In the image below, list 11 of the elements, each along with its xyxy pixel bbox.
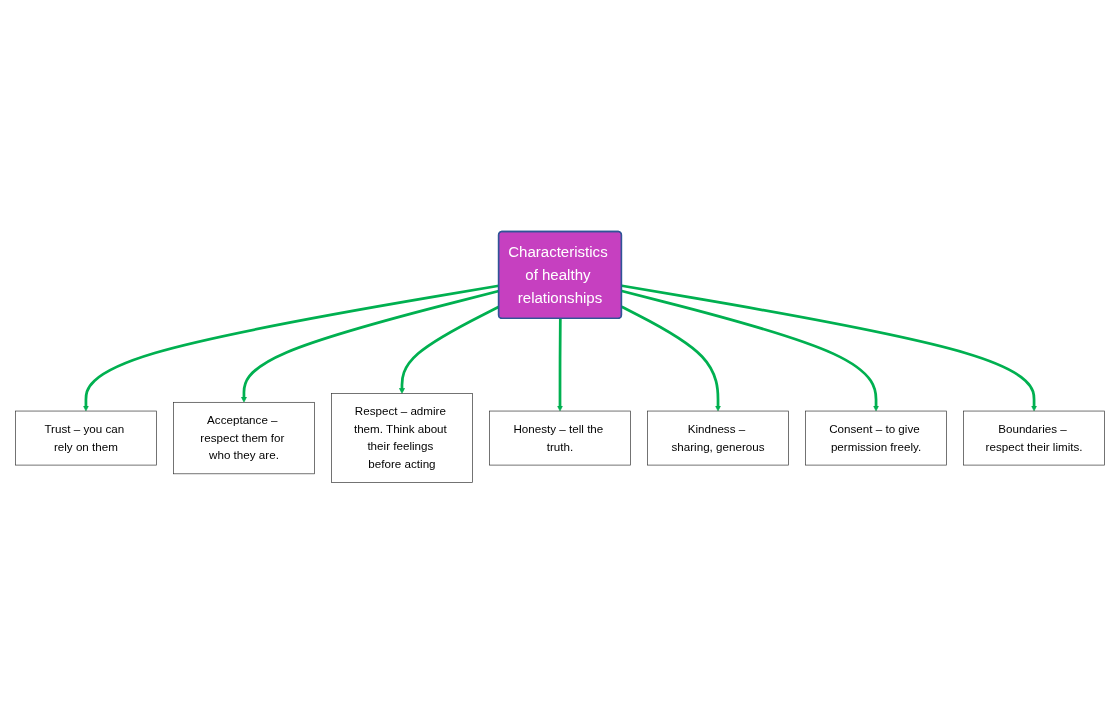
arrow — [621, 283, 1038, 411]
node-box: Honesty – tell the truth. — [489, 410, 631, 465]
node-box: Acceptance – respect them for who they are. — [173, 401, 315, 474]
node-box: Consent – to give permission freely. — [805, 410, 947, 465]
node-box: Respect – admire them. Think about their feelings before acting — [331, 392, 473, 483]
arrow — [621, 289, 880, 411]
arrow — [621, 305, 722, 411]
arrow — [557, 318, 563, 411]
node-box: Boundaries – respect their limits. — [963, 410, 1105, 465]
node-box: Trust – you can rely on them — [15, 410, 157, 465]
node-box: Kindness – sharing, generous — [647, 410, 789, 465]
